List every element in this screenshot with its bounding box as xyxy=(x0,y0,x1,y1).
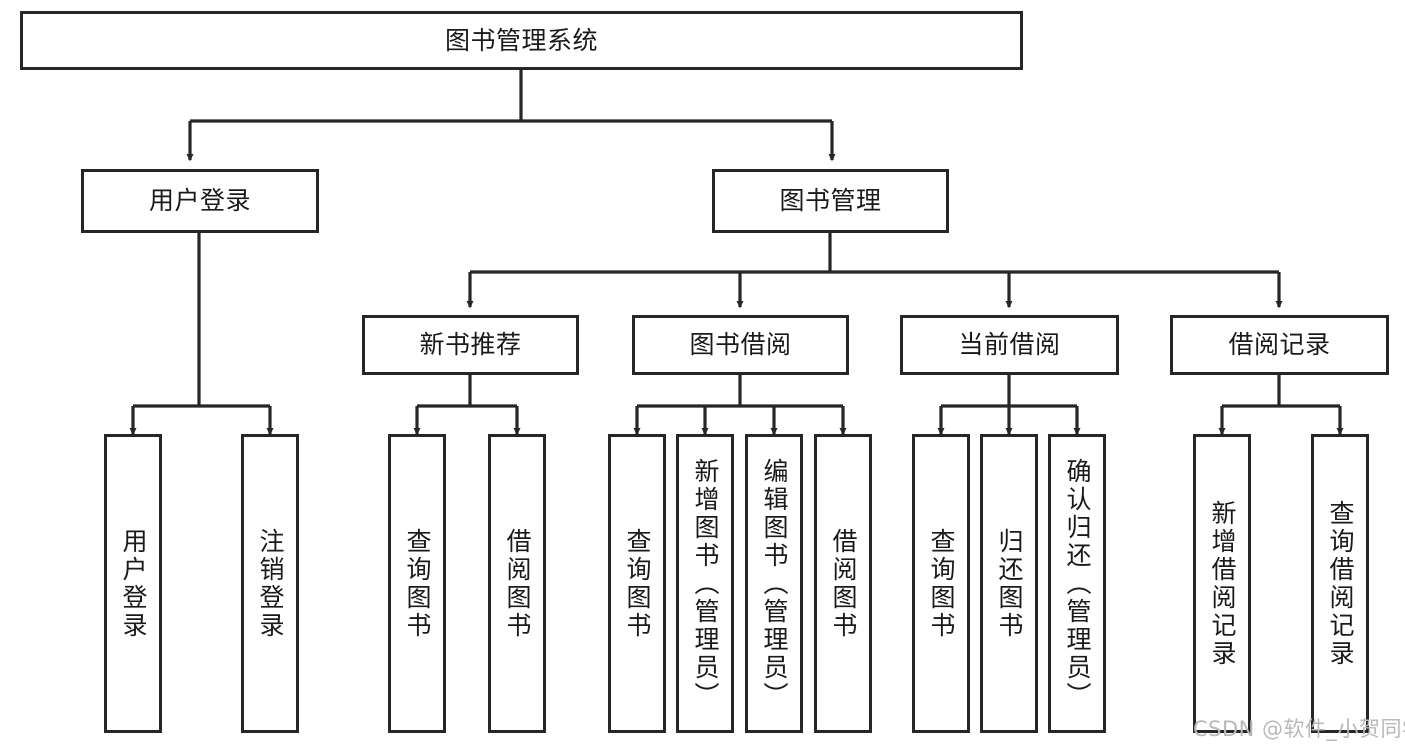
node-book-management[interactable]: 图书管理 xyxy=(712,169,949,233)
node-current-borrow[interactable]: 当前借阅 xyxy=(900,315,1119,375)
leaf-logout[interactable]: 注销登录 xyxy=(241,434,299,733)
leaf-add-book-admin[interactable]: 新增图书（管理员） xyxy=(676,434,734,733)
leaf-confirm-return-admin[interactable]: 确认归还（管理员） xyxy=(1048,434,1106,733)
node-new-book-recommend[interactable]: 新书推荐 xyxy=(362,315,579,375)
node-label: 新增图书（管理员） xyxy=(691,457,720,710)
node-label: 归还图书 xyxy=(995,527,1024,640)
node-label: 当前借阅 xyxy=(958,330,1061,359)
node-label: 借阅图书 xyxy=(829,527,858,640)
node-label: 用户登录 xyxy=(119,527,148,640)
node-label: 查询图书 xyxy=(927,527,956,640)
node-label: 注销登录 xyxy=(256,527,285,640)
node-label: 查询图书 xyxy=(403,527,432,640)
watermark-text: CSDN @软件_小贺同学 xyxy=(1193,717,1405,741)
node-label: 确认归还（管理员） xyxy=(1063,457,1092,710)
node-label: 图书借阅 xyxy=(689,330,792,359)
leaf-add-borrow-record[interactable]: 新增借阅记录 xyxy=(1193,434,1251,733)
leaf-borrow-book[interactable]: 借阅图书 xyxy=(814,434,872,733)
node-label: 图书管理 xyxy=(779,186,882,215)
node-label: 图书管理系统 xyxy=(444,25,598,55)
node-label: 新书推荐 xyxy=(419,330,522,359)
node-label: 借阅记录 xyxy=(1228,330,1331,359)
node-borrow-record[interactable]: 借阅记录 xyxy=(1170,315,1389,375)
leaf-return-book[interactable]: 归还图书 xyxy=(980,434,1038,733)
node-label: 查询借阅记录 xyxy=(1326,499,1355,668)
node-label: 借阅图书 xyxy=(503,527,532,640)
leaf-query-borrow-record[interactable]: 查询借阅记录 xyxy=(1311,434,1369,733)
leaf-edit-book-admin[interactable]: 编辑图书（管理员） xyxy=(745,434,803,733)
node-label: 编辑图书（管理员） xyxy=(760,457,789,710)
node-user-login[interactable]: 用户登录 xyxy=(81,169,319,233)
node-label: 用户登录 xyxy=(148,186,251,215)
leaf-query-book-current[interactable]: 查询图书 xyxy=(912,434,970,733)
node-label: 新增借阅记录 xyxy=(1208,499,1237,668)
node-label: 查询图书 xyxy=(623,527,652,640)
node-root[interactable]: 图书管理系统 xyxy=(20,11,1023,70)
leaf-borrow-book-recommend[interactable]: 借阅图书 xyxy=(488,434,546,733)
leaf-query-book-recommend[interactable]: 查询图书 xyxy=(388,434,446,733)
leaf-user-login[interactable]: 用户登录 xyxy=(104,434,162,733)
leaf-query-book-borrow[interactable]: 查询图书 xyxy=(608,434,666,733)
node-book-borrow[interactable]: 图书借阅 xyxy=(632,315,849,375)
